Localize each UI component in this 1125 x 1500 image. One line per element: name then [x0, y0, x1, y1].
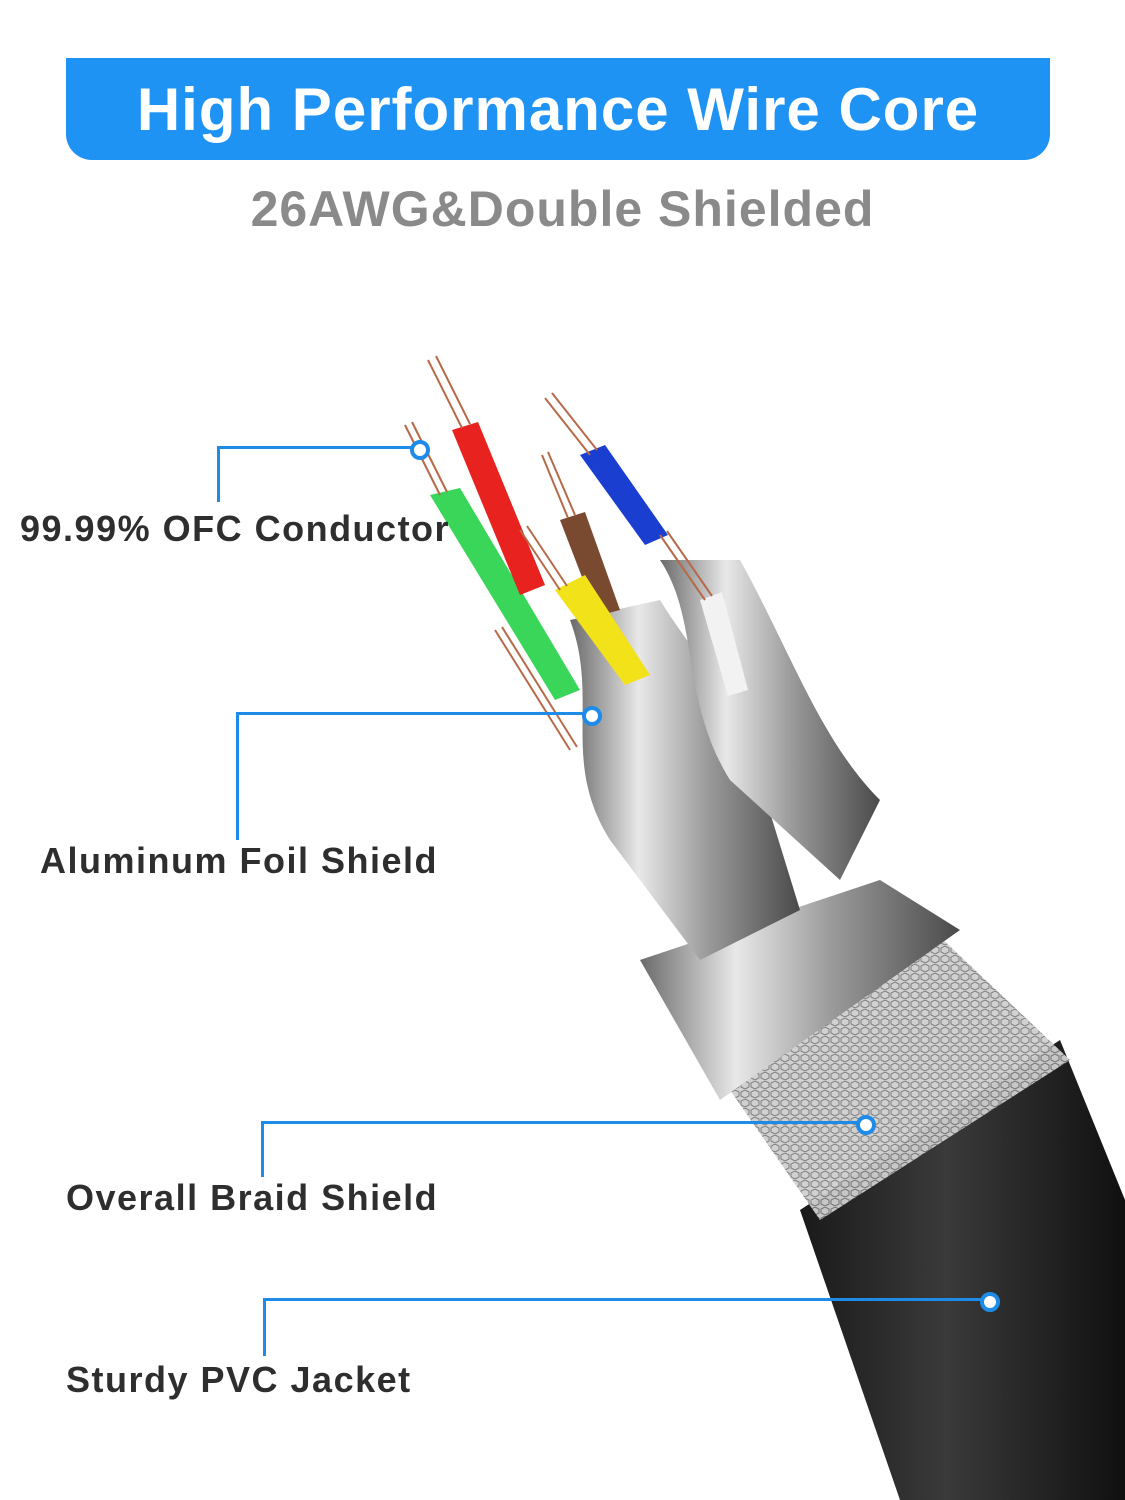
subtitle: 26AWG&Double Shielded — [250, 181, 875, 237]
callout-label-jacket: Sturdy PVC Jacket — [66, 1359, 412, 1400]
callout-line-braid-horizontal — [261, 1121, 863, 1124]
callout-dot-jacket — [980, 1292, 1000, 1312]
callout-line-jacket-horizontal — [263, 1298, 987, 1301]
callout-line-conductor-vertical — [217, 446, 220, 502]
callout-line-braid-vertical — [261, 1121, 264, 1177]
page-title: High Performance Wire Core — [136, 75, 980, 143]
callout-label-foil: Aluminum Foil Shield — [40, 840, 438, 881]
callout-dot-foil — [582, 706, 602, 726]
title-banner: High Performance Wire Core — [66, 58, 1050, 160]
callout-dot-conductor — [410, 440, 430, 460]
callout-line-conductor-horizontal — [217, 446, 417, 449]
callout-label-conductor: 99.99% OFC Conductor — [20, 508, 451, 549]
callout-line-foil-vertical — [236, 712, 239, 840]
callout-line-foil-horizontal — [236, 712, 588, 715]
callout-dot-braid — [856, 1115, 876, 1135]
callout-label-braid: Overall Braid Shield — [66, 1177, 439, 1218]
callout-line-jacket-vertical — [263, 1298, 266, 1356]
